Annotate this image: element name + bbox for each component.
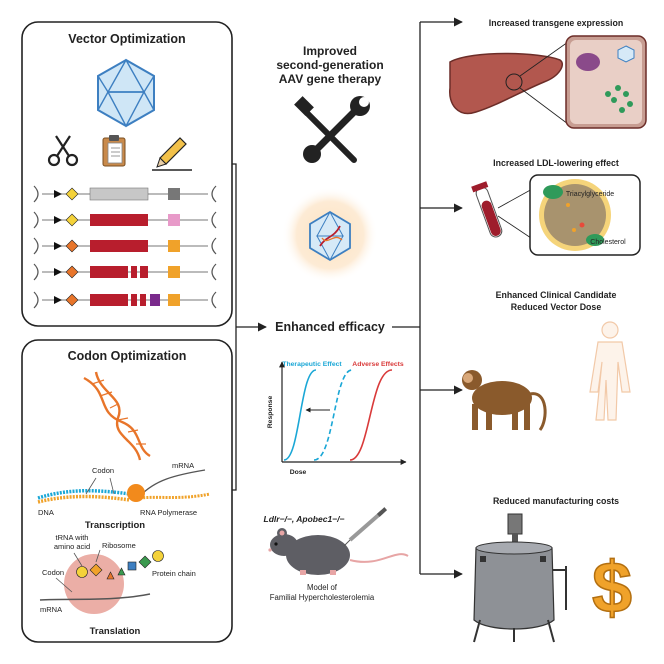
x-axis-label: Dose xyxy=(290,469,307,476)
blood-tube-icon xyxy=(471,181,503,238)
transcription-mrna-label: mRNA xyxy=(172,461,194,470)
outcome-transgene: Increased transgene expression xyxy=(449,18,647,129)
monkey-icon xyxy=(462,370,547,431)
outcome-manufacturing-label: Reduced manufacturing costs xyxy=(493,496,619,506)
codon-panel-title: Codon Optimization xyxy=(68,349,187,363)
mouse-icon xyxy=(268,528,409,575)
construct-row-3 xyxy=(33,237,217,255)
legend-adverse: Adverse Effects xyxy=(352,361,404,368)
dna-helix-icon xyxy=(83,371,151,461)
outcome-transgene-label: Increased transgene expression xyxy=(489,18,623,28)
bioreactor-icon xyxy=(473,513,567,643)
construct-row-1 xyxy=(33,185,217,203)
translation-chain-label: Protein chain xyxy=(152,569,196,578)
rna-polymerase-icon xyxy=(127,484,145,502)
translation-ribosome-label: Ribosome xyxy=(102,541,136,550)
model-line-1: Model of xyxy=(307,583,338,592)
construct-row-4 xyxy=(33,263,217,281)
translation-codon-label: Codon xyxy=(42,568,64,577)
efficacy-label: Enhanced efficacy xyxy=(275,320,385,334)
syringe-icon xyxy=(343,507,388,547)
pencil-icon xyxy=(152,137,192,171)
translation-trna-label: tRNA with xyxy=(56,533,89,542)
series-therapeutic-dashed xyxy=(313,369,353,461)
series-therapeutic-solid xyxy=(283,369,317,461)
y-axis-label: Response xyxy=(267,396,274,429)
aav-capsid-icon xyxy=(309,210,351,262)
center-column: Improved second-generation AAV gene ther… xyxy=(264,44,409,602)
translation-illustration: tRNA with amino acid Ribosome Codon mRNA… xyxy=(39,533,196,637)
outcome-manufacturing: Reduced manufacturing costs $ xyxy=(473,496,633,643)
center-title-line-3: AAV gene therapy xyxy=(279,72,382,86)
human-outline-icon xyxy=(589,321,631,421)
series-adverse xyxy=(349,369,393,461)
tools-icon xyxy=(294,96,370,163)
transcription-title: Transcription xyxy=(85,520,145,531)
model-line-2: Familial Hypercholesterolemia xyxy=(270,593,375,602)
outcome-ldl: Increased LDL-lowering effect Triacylgly… xyxy=(471,158,641,256)
transcription-illustration: Codon mRNA DNA RNA Polymerase Transcript… xyxy=(37,461,211,531)
transcription-dna-label: DNA xyxy=(38,508,54,517)
scissors-icon xyxy=(47,135,79,167)
dollar-icon: $ xyxy=(592,548,632,628)
transcription-polymerase-label: RNA Polymerase xyxy=(140,508,197,517)
transcription-codon-label: Codon xyxy=(92,466,114,475)
ribosome-icon xyxy=(64,554,124,614)
cholesterol-label: Cholesterol xyxy=(590,239,626,246)
outcome-ldl-label: Increased LDL-lowering effect xyxy=(493,158,619,168)
outcome-clinical-label-1: Enhanced Clinical Candidate xyxy=(496,290,617,300)
clipboard-icon xyxy=(102,135,126,167)
construct-row-5 xyxy=(33,291,217,309)
codon-optimization-panel: Codon Optimization Codon mRNA DNA RNA Po… xyxy=(21,339,233,643)
outcome-clinical: Enhanced Clinical Candidate Reduced Vect… xyxy=(462,290,631,431)
translation-trna-label-2: amino acid xyxy=(54,542,90,551)
triacylglyceride-label: Triacylglyceride xyxy=(566,191,614,198)
dose-response-chart: Therapeutic Effect Adverse Effects Respo… xyxy=(267,361,407,476)
vector-panel-title: Vector Optimization xyxy=(68,32,185,46)
translation-title: Translation xyxy=(90,626,141,637)
vector-optimization-panel: Vector Optimization xyxy=(21,21,233,327)
center-title-line-2: second-generation xyxy=(276,58,383,72)
legend-therapeutic: Therapeutic Effect xyxy=(282,361,342,368)
connector-lines xyxy=(232,17,463,579)
translation-mrna-label: mRNA xyxy=(40,605,62,614)
center-title-line-1: Improved xyxy=(303,44,357,58)
construct-row-2 xyxy=(33,211,217,229)
mouse-genotype: Ldlr−/−, Apobec1−/− xyxy=(264,514,345,524)
capsid-icon xyxy=(97,58,155,128)
outcome-clinical-label-2: Reduced Vector Dose xyxy=(511,302,602,312)
